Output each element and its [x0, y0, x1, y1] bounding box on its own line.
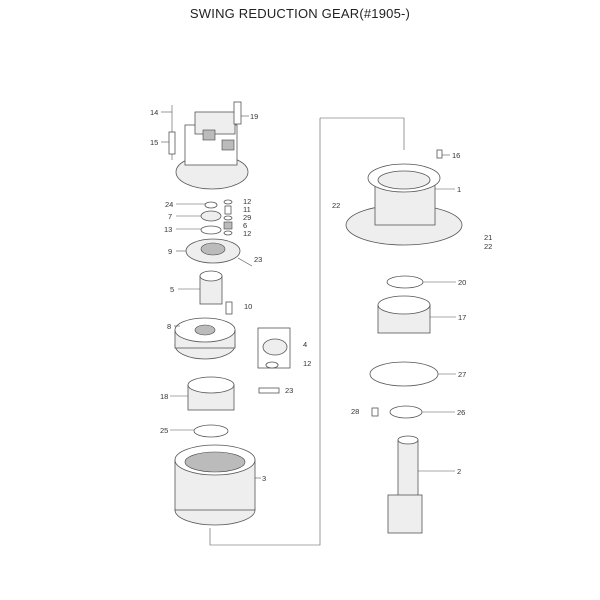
callout-20: 20 — [458, 278, 466, 287]
callout-2: 2 — [457, 467, 461, 476]
callout-14: 14 — [150, 108, 158, 117]
diagram-title: SWING REDUCTION GEAR(#1905-) — [189, 6, 411, 21]
leader-lines — [161, 111, 456, 479]
assembly-connector-line — [320, 117, 405, 150]
callout-25: 25 — [160, 426, 168, 435]
callout-22b: 22 — [484, 242, 492, 251]
sun-gear — [199, 270, 233, 315]
callout-17: 17 — [458, 313, 466, 322]
assembly-frame-line — [209, 118, 321, 546]
callout-15: 15 — [150, 138, 158, 147]
output-shaft-parts — [369, 275, 439, 534]
callout-12b: 12 — [243, 229, 251, 238]
callout-3: 3 — [262, 474, 266, 483]
callout-23: 23 — [254, 255, 262, 264]
callout-22: 22 — [332, 201, 340, 210]
callout-24: 24 — [165, 200, 173, 209]
callout-21: 21 — [484, 233, 492, 242]
callout-19: 19 — [250, 112, 258, 121]
callout-8: 8 — [167, 322, 171, 331]
reduction-housing — [345, 149, 463, 246]
callout-26: 26 — [457, 408, 465, 417]
callout-13: 13 — [164, 225, 172, 234]
callout-1: 1 — [457, 185, 461, 194]
callout-9: 9 — [168, 247, 172, 256]
callout-16: 16 — [452, 151, 460, 160]
callout-28: 28 — [351, 407, 359, 416]
lower-bearing-ring-gear — [174, 376, 256, 526]
callout-27: 27 — [458, 370, 466, 379]
callout-5: 5 — [170, 285, 174, 294]
callout-12c: 12 — [303, 359, 311, 368]
callout-10: 10 — [244, 302, 252, 311]
callout-11: 11 — [243, 205, 251, 214]
callout-29: 29 — [243, 213, 251, 222]
callout-7: 7 — [168, 212, 172, 221]
planetary-stage-1-parts — [185, 199, 253, 267]
swing-motor-assembly — [168, 101, 249, 190]
planet-carrier — [174, 317, 291, 394]
callout-18: 18 — [160, 392, 168, 401]
callout-4: 4 — [303, 340, 307, 349]
callout-12: 12 — [243, 197, 251, 206]
callout-23b: 23 — [285, 386, 293, 395]
callout-6: 6 — [243, 221, 247, 230]
